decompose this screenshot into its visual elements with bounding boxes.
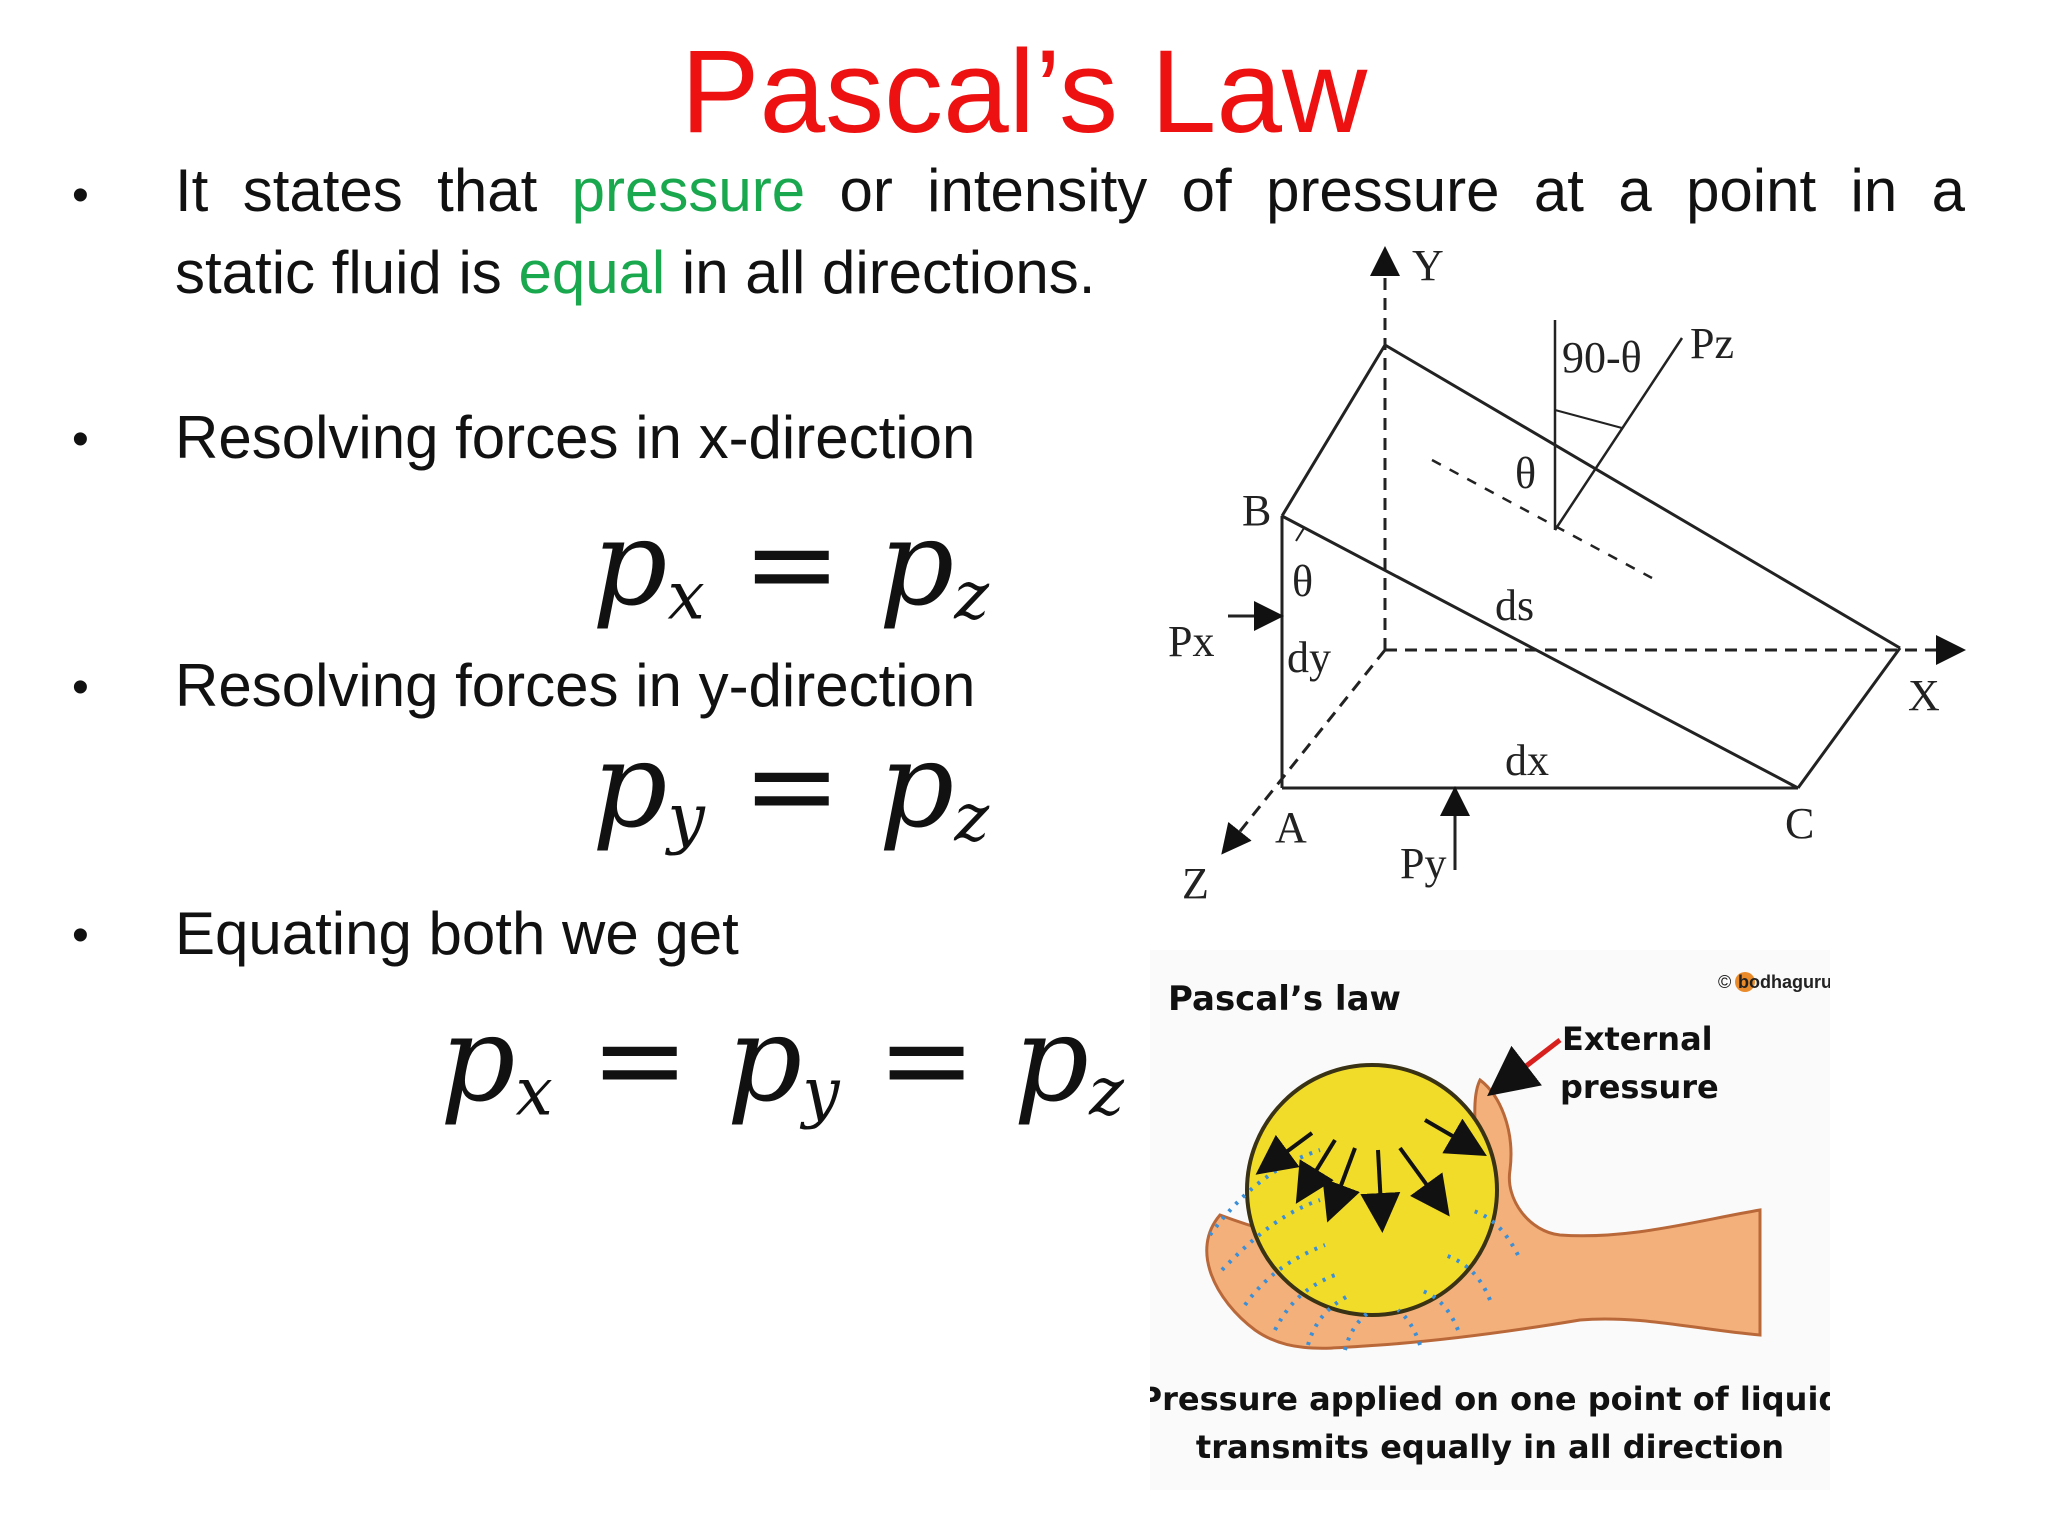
bullet-marker: •: [72, 413, 89, 466]
point-c-label: C: [1785, 799, 1814, 848]
theta-b-label: θ: [1292, 557, 1313, 606]
external-label-line1: External: [1562, 1020, 1713, 1058]
statement-text: in all directions.: [665, 239, 1096, 306]
bullet-marker: •: [72, 169, 89, 222]
eq-subscript: y: [667, 779, 705, 857]
equation-py-pz: py = pz: [592, 716, 989, 857]
ball: [1245, 1063, 1499, 1317]
point-b-label: B: [1242, 486, 1271, 535]
dx-label: dx: [1505, 736, 1549, 785]
eq-subscript: z: [1089, 1053, 1124, 1131]
y-direction-text: Resolving forces in y-direction: [175, 652, 976, 719]
x-direction-text: Resolving forces in x-direction: [175, 404, 976, 471]
equation-px-pz: px = pz: [592, 494, 989, 635]
theta-top-label: θ: [1515, 449, 1536, 498]
x-axis-label: X: [1908, 671, 1940, 720]
eq-operator: =: [877, 990, 977, 1128]
eq-symbol: p: [726, 990, 803, 1128]
bodhaguru-logo: © bodhaguru: [1718, 972, 1830, 992]
py-label: Py: [1400, 839, 1446, 888]
equating-text: Equating both we get: [175, 900, 739, 967]
statement-line-2: static fluid is equal in all directions.: [175, 232, 1095, 314]
pascal-hand-illustration: Pascal’s law © bodhaguru External pressu…: [1150, 950, 1830, 1490]
eq-operator: =: [742, 716, 842, 854]
eq-subscript: z: [954, 779, 990, 857]
eq-subscript: z: [954, 557, 990, 635]
keyword-equal: equal: [518, 239, 666, 306]
ds-label: ds: [1495, 581, 1534, 630]
z-axis: [1221, 649, 1387, 855]
z-axis-label: Z: [1182, 859, 1209, 908]
bullet-marker: •: [72, 661, 89, 714]
eq-subscript: x: [515, 1053, 553, 1131]
px-label: Px: [1168, 617, 1214, 666]
eq-symbol: p: [1013, 990, 1090, 1128]
statement-text: static fluid is: [175, 239, 519, 306]
keyword-pressure: pressure: [571, 157, 806, 224]
eq-subscript: y: [802, 1053, 840, 1131]
eq-subscript: x: [667, 557, 705, 635]
eq-operator: =: [590, 990, 690, 1128]
equation-px-py-pz: px = py = pz: [440, 990, 1124, 1131]
bullet-marker: •: [72, 909, 89, 962]
eq-symbol: p: [592, 494, 668, 632]
eq-symbol: p: [592, 716, 668, 854]
page-title: Pascal’s Law: [680, 26, 1368, 158]
external-label-line2: pressure: [1560, 1068, 1719, 1106]
internal-force-arrows: [1255, 1118, 1487, 1233]
svg-text:bodhaguru: bodhaguru: [1738, 972, 1830, 992]
statement-line-1: It states that pressure or intensity of …: [175, 150, 1965, 232]
dy-label: dy: [1287, 633, 1331, 682]
y-axis-label: Y: [1412, 241, 1444, 290]
eq-operator: =: [742, 494, 842, 632]
external-pressure-arrow: [1487, 1038, 1562, 1097]
eq-symbol: p: [878, 716, 955, 854]
point-a-label: A: [1275, 803, 1307, 852]
eq-symbol: p: [878, 494, 955, 632]
caption-line1: Pressure applied on one point of liquid: [1150, 1380, 1830, 1418]
illustration-heading: Pascal’s law: [1168, 979, 1401, 1019]
statement-text: or intensity of pressure at a point in a: [805, 157, 1965, 224]
pz-label: Pz: [1690, 319, 1734, 368]
eq-symbol: p: [440, 990, 516, 1128]
caption-line2: transmits equally in all direction: [1196, 1428, 1784, 1466]
statement-text: It states that: [175, 157, 572, 224]
svg-text:©: ©: [1718, 972, 1731, 992]
wedge-diagram: Y X Z B A C Px Py Pz dx dy ds θ θ 90-θ: [1168, 241, 1966, 908]
angle-90-label: 90-θ: [1562, 333, 1642, 382]
